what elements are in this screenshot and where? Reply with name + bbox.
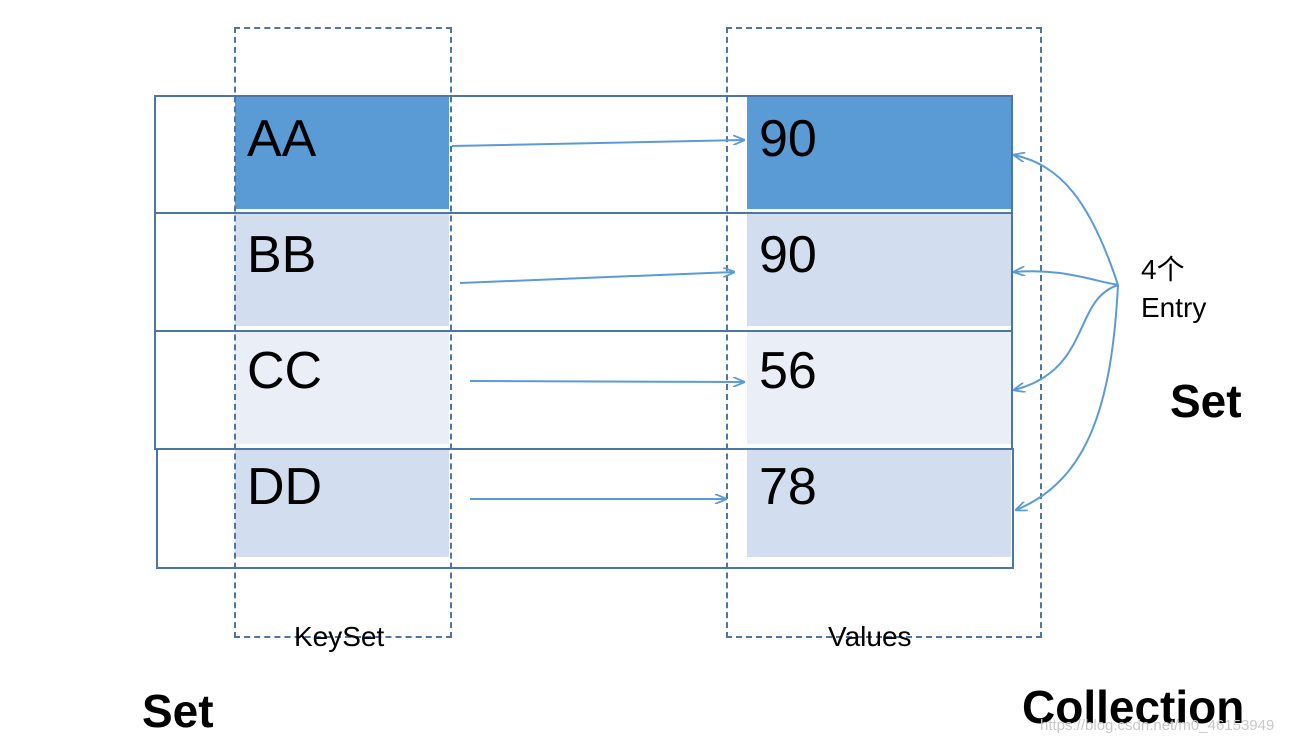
value-text-bb: 90 [759,226,817,284]
value-cell-aa [747,96,1011,209]
value-cell-bb [747,213,1011,326]
entry-word-label: Entry [1141,292,1207,323]
key-cell-dd [235,449,449,557]
key-text-dd: DD [247,458,323,516]
set-left-label: Set [142,685,214,737]
key-text-bb: BB [247,226,317,284]
value-text-aa: 90 [759,110,817,168]
values-group [726,27,1042,638]
arrow-cc-to-56 [469,381,744,382]
set-right-label: Set [1170,375,1242,427]
value-text-cc: 56 [759,342,817,400]
key-cell-cc [235,331,449,444]
entry-curve-1 [1014,155,1119,286]
key-text-cc: CC [247,342,323,400]
value-cell-cc [747,331,1011,444]
key-text-aa: AA [247,110,317,168]
arrow-bb-to-90 [459,272,734,284]
keyset-group [234,27,452,638]
key-cell-aa [235,96,449,209]
key-cell-bb [235,213,449,326]
value-cell-dd [747,449,1011,557]
entry-curve-2 [1014,271,1119,286]
keyset-label: KeySet [294,621,385,652]
values-label: Values [828,621,912,652]
entry-row-4 [156,448,1014,569]
watermark: https://blog.csdn.net/m0_46153949 [1040,717,1275,734]
entry-count-label: 4个 [1141,254,1185,285]
arrow-aa-to-90 [451,140,744,147]
value-text-dd: 78 [759,458,817,516]
entry-curve-4 [1016,284,1119,510]
entry-curve-3 [1014,284,1119,390]
collection-label: Collection [1022,681,1245,733]
